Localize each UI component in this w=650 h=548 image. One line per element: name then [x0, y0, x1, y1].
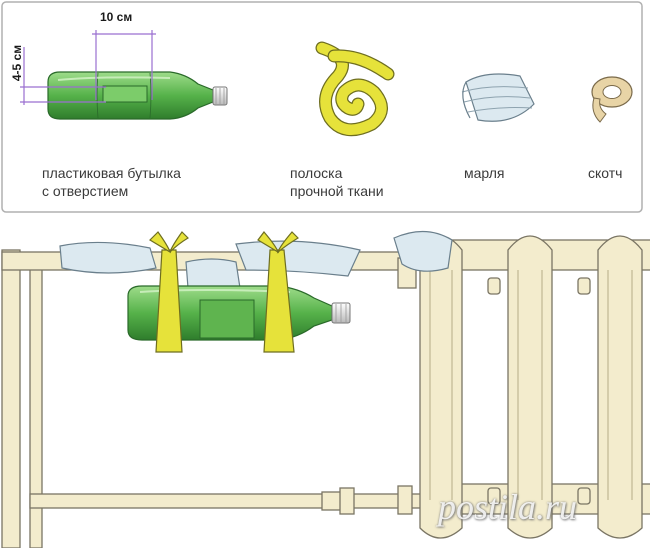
strip-label: полоска прочной ткани [290, 164, 430, 200]
bottle-label-line1: пластиковая бутылка [42, 165, 181, 181]
bottle-with-opening [47, 71, 228, 120]
dimension-width-guide [92, 30, 156, 100]
radiator [419, 235, 650, 539]
gauze-label: марля [464, 165, 505, 181]
strip-label-line1: полоска [290, 165, 343, 181]
gauze [461, 73, 535, 122]
bottle-label-line2: с отверстием [42, 183, 129, 199]
hanging-straps [149, 231, 299, 353]
bottle-label: пластиковая бутылка с отверстием [42, 164, 252, 200]
tape-roll [591, 76, 633, 123]
dimension-width-label: 10 см [100, 10, 133, 24]
strip-label-line2: прочной ткани [290, 183, 384, 199]
dimension-height-guide [20, 47, 106, 105]
watermark: postila.ru [438, 487, 578, 527]
tape-label: скотч [588, 165, 623, 181]
dimension-height-label: 4-5 см [10, 44, 24, 82]
fabric-strip [315, 41, 395, 137]
bottle-opening [102, 85, 148, 103]
